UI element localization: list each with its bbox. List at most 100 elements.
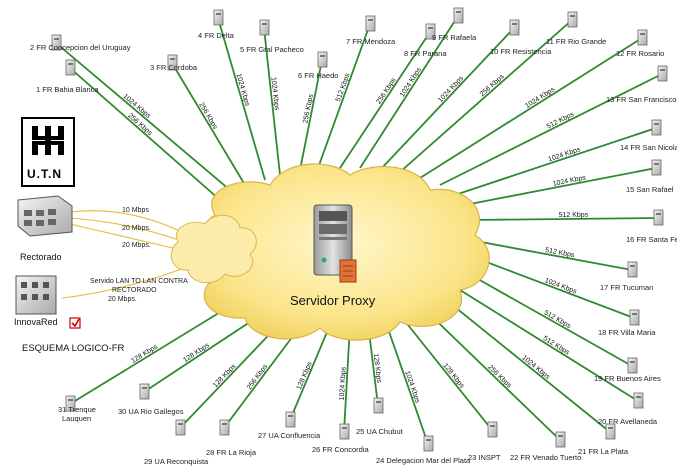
link-line [469,239,633,271]
bandwidth-label: 256 Kbps [197,102,218,131]
pc-icon[interactable] [637,29,648,46]
link-line [69,67,221,201]
link-line [263,27,281,176]
pc-icon[interactable] [51,34,62,51]
node-label: 29 UA Reconquista [144,457,209,466]
bandwidth-label: 512 Kbps [559,212,589,219]
node-label: 6 FR Haedo [298,71,338,80]
pc-icon[interactable] [285,411,296,428]
node-label: 26 FR Concordia [312,445,370,454]
link-lines [55,15,663,445]
node-label: 14 FR San Nicolas [620,143,677,152]
bandwidth-label: 1024 Kbps [524,86,556,110]
pc-icon[interactable] [629,309,640,326]
bandwidth-label: 128 Kbps [130,343,159,365]
link-line [439,73,663,186]
node-label: 20 FR Avellaneda [598,417,658,426]
logo-text: U.T.N [27,167,62,181]
node-label: 11 FR Rio Grande [546,37,606,46]
node-label: 12 FR Rosario [616,49,664,58]
link-line [317,23,371,169]
pc-icon[interactable] [317,51,328,68]
link-line [399,19,573,173]
node-label: 30 UA Rio Gallegos [118,407,184,416]
link-line [69,299,241,405]
innovared-link-line-1: Servido LAN TO LAN CONTRA [90,278,188,285]
pc-icon[interactable] [509,19,520,36]
pc-icon[interactable] [175,419,186,436]
pc-icon[interactable] [139,383,150,400]
link-line [384,319,429,445]
node-label: 21 FR La Plata [578,447,629,456]
node-label: 27 UA Confluencia [258,431,321,440]
bandwidth-label: 1024 Kbps [339,366,348,400]
pc-icon[interactable] [373,397,384,414]
rectorado-building-icon [17,195,73,237]
pc-icon[interactable] [423,435,434,452]
pc-icon[interactable] [651,119,662,136]
node-label: 5 FR Gral Pacheco [240,45,304,54]
pc-icon[interactable] [453,7,464,24]
pc-icon[interactable] [605,423,616,440]
link-line [467,254,635,319]
link-line [461,269,633,367]
node-label: 7 FR Mendoza [346,37,396,46]
utn-logo: U.T.N [21,117,75,187]
pc-icon[interactable] [633,392,644,409]
node-label: 10 FR Resistencia [490,47,552,56]
checkmark-icon [69,317,81,329]
link-line [439,294,611,433]
node-label: 13 FR San Francisco [606,95,676,104]
proxy-server-icon [313,204,357,283]
pc-icon[interactable] [219,419,230,436]
rectorado-link-label-1: 10 Mbps [122,207,149,214]
bandwidth-label: 128 Kbps [441,362,465,390]
pc-icon[interactable] [65,395,76,412]
pc-icon[interactable] [65,59,76,76]
pc-icon[interactable] [567,11,578,28]
rectorado-link-label-2: 20 Mbps. [122,225,151,232]
link-line [419,304,561,441]
node-label: 4 FR Delta [198,31,235,40]
pc-icon[interactable] [653,209,664,226]
link-line [343,324,351,433]
node-label: 3 FR Cordoba [150,63,198,72]
pc-icon[interactable] [167,54,178,71]
link-line [171,62,246,186]
node-label: 24 Delegacion Mar del Plata [376,456,471,465]
innovared-link-line-3: 20 Mbps. [108,296,137,303]
rectorado-label: Rectorado [20,252,62,262]
node-label: 17 FR Tucuman [600,283,653,292]
node-label: 19 FR Buenos Aires [594,374,661,383]
link-line [217,17,266,181]
bandwidth-label: 128 Kbps [212,363,238,390]
pc-icon[interactable] [627,357,638,374]
node-label: 9 FR Rafaela [432,33,477,42]
link-line [469,217,659,221]
link-line [299,59,323,171]
pc-icon[interactable] [487,421,498,438]
bandwidth-label: 512 Kbps [543,309,573,330]
pc-icon[interactable] [555,431,566,448]
link-line [399,314,493,431]
pc-icon[interactable] [425,23,436,40]
innovared-link-line-2: RECTORADO [112,287,157,294]
center-label: Servidor Proxy [290,293,376,308]
pc-icon[interactable] [365,15,376,32]
pc-icon[interactable] [339,423,350,440]
pc-icon[interactable] [627,261,638,278]
node-label: 23 INSPT [468,453,501,462]
pc-icon[interactable] [259,19,270,36]
pc-icon[interactable] [657,65,668,82]
bandwidth-label: 128 Kbps [182,342,211,364]
node-label: 2 FR Concepcion del Uruguay [30,43,131,52]
pc-icon[interactable] [213,9,224,26]
bandwidth-label: 1024 Kbps [399,66,423,98]
bandwidth-label: 128 Kbps [372,353,383,384]
link-line [379,27,515,171]
pc-icon[interactable] [651,159,662,176]
link-line [464,167,657,206]
link-line [454,127,657,196]
bandwidth-label: 512 Kbps [546,111,576,131]
